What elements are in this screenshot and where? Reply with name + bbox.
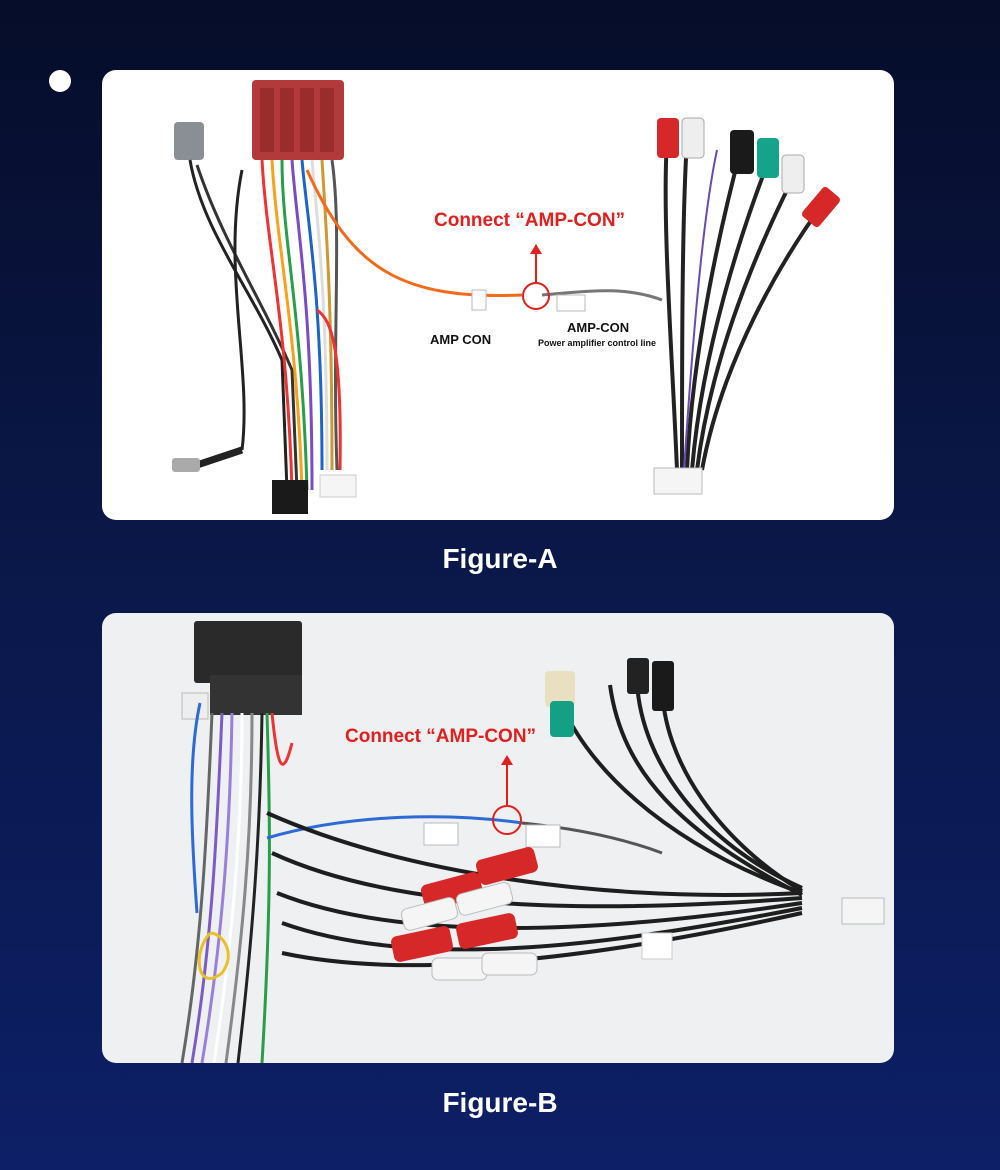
white-connector bbox=[319, 474, 357, 498]
rca-red-1 bbox=[657, 118, 679, 158]
connection-highlight-circle bbox=[522, 282, 550, 310]
connection-highlight-circle-b bbox=[492, 805, 522, 835]
grey-plug bbox=[174, 122, 204, 160]
black-connector-right bbox=[730, 130, 754, 174]
figure-a-image: Connect “AMP-CON” AMP CON AMP-CON Power … bbox=[102, 70, 894, 520]
rca-pairs bbox=[391, 847, 538, 981]
amp-con-callout-b: Connect “AMP-CON” bbox=[345, 726, 536, 747]
amp-con-label-sub: Power amplifier control line bbox=[538, 338, 656, 348]
rca-white-2 bbox=[781, 154, 805, 194]
amp-con-label-right: AMP-CON bbox=[567, 320, 629, 335]
antenna-plug bbox=[172, 458, 200, 472]
amp-con-grey-wire bbox=[541, 289, 663, 302]
amp-con-callout: Connect “AMP-CON” bbox=[434, 210, 625, 231]
wiring-harness-a: Connect “AMP-CON” AMP CON AMP-CON Power … bbox=[172, 80, 841, 514]
amp-con-label-left: AMP CON bbox=[430, 332, 491, 347]
black-plug-b2 bbox=[652, 661, 674, 711]
rca-green bbox=[757, 138, 779, 178]
figure-b-image: Connect “AMP-CON” bbox=[102, 613, 894, 1063]
black-plug-b1 bbox=[627, 658, 649, 694]
rca-green-b bbox=[550, 701, 574, 737]
rca-white-1 bbox=[681, 117, 705, 159]
multi-pin-connector bbox=[653, 467, 703, 495]
wiring-harness-b: Connect “AMP-CON” bbox=[180, 621, 885, 1063]
figure-a-caption: Figure-A bbox=[442, 543, 558, 574]
amp-con-orange-wire bbox=[305, 169, 523, 298]
black-main-connector bbox=[194, 621, 302, 683]
figure-b-caption: Figure-B bbox=[442, 1087, 558, 1118]
multi-pin-connector-b bbox=[841, 897, 885, 925]
rca-red-2 bbox=[801, 187, 841, 227]
rca-cream bbox=[545, 671, 575, 707]
bullet-dot bbox=[49, 70, 71, 92]
black-connector bbox=[272, 480, 308, 514]
